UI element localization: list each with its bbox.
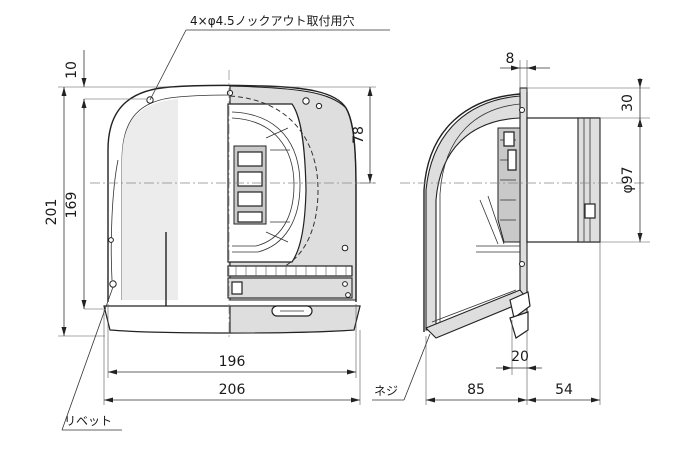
front-louver-top	[227, 265, 353, 277]
dim-85-label: 85	[467, 382, 485, 398]
rivet-leader	[61, 286, 122, 431]
dim-169-label: 169	[64, 192, 80, 219]
front-hole-tr2	[315, 102, 323, 110]
side-view	[400, 87, 646, 339]
dim-10-label: 10	[64, 61, 80, 79]
dim-196-label: 196	[219, 354, 246, 370]
front-louver-ticks	[235, 266, 347, 276]
front-edge-line	[110, 159, 119, 281]
side-damper-mechanism	[476, 127, 521, 253]
dim-30-label: 30	[620, 94, 636, 112]
front-lower-clip	[231, 281, 243, 295]
front-hole-right	[341, 244, 349, 252]
dim-97-label: φ97	[620, 166, 636, 193]
front-view	[90, 70, 378, 340]
rivet-label: リベット	[64, 414, 112, 428]
front-hole-br2	[342, 281, 348, 287]
front-rivet-hole	[109, 280, 117, 288]
dim-8-label: 8	[506, 51, 515, 67]
side-hood-inner	[439, 103, 521, 326]
side-bottom-hinge	[509, 291, 531, 320]
screw-leader	[372, 333, 431, 401]
front-knockout-hole-tr	[302, 97, 310, 105]
dim-54-label: 54	[555, 382, 573, 398]
dim-20-label: 20	[511, 349, 529, 365]
front-left-shade	[122, 99, 178, 300]
side-duct-collar	[577, 117, 601, 243]
side-bolt	[519, 261, 525, 267]
front-base-plate-shade	[229, 305, 361, 334]
knockout-note-leader	[149, 29, 390, 101]
screw-label: ネジ	[374, 384, 398, 398]
front-hood-inner-lip	[121, 94, 231, 300]
dim-201-label: 201	[44, 199, 60, 226]
front-hole-top	[226, 89, 234, 97]
side-bolt-top	[519, 107, 525, 113]
dim-206-label: 206	[219, 382, 246, 398]
front-hole-left	[108, 237, 114, 243]
front-damper-ring	[231, 111, 301, 253]
front-lower-panel	[227, 277, 353, 299]
side-duct-clip	[584, 203, 596, 219]
front-hole-br	[345, 292, 351, 298]
knockout-note: 4×φ4.5ノックアウト取付用穴	[190, 13, 354, 28]
front-duct-hidden-circle	[229, 95, 319, 273]
side-dimensions	[425, 60, 650, 405]
dim-78-label: 78	[351, 126, 367, 144]
side-hood-outer	[423, 93, 521, 332]
side-bottom-foot	[509, 311, 529, 339]
front-dimensions	[58, 50, 376, 405]
